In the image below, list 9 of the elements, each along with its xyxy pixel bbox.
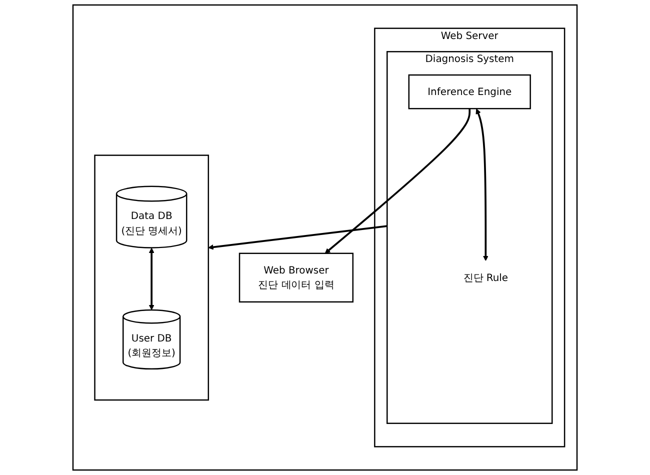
arrow bbox=[148, 248, 154, 310]
node-box: Inference Engine bbox=[408, 74, 531, 110]
node-box: Web Browser 진단 데이터 입력 bbox=[238, 252, 354, 303]
cluster bbox=[94, 154, 210, 401]
node-text: 진단 Rule bbox=[463, 271, 508, 284]
arrow bbox=[476, 108, 488, 262]
arrow bbox=[324, 108, 471, 254]
cluster bbox=[72, 4, 578, 471]
arrow bbox=[208, 225, 388, 250]
